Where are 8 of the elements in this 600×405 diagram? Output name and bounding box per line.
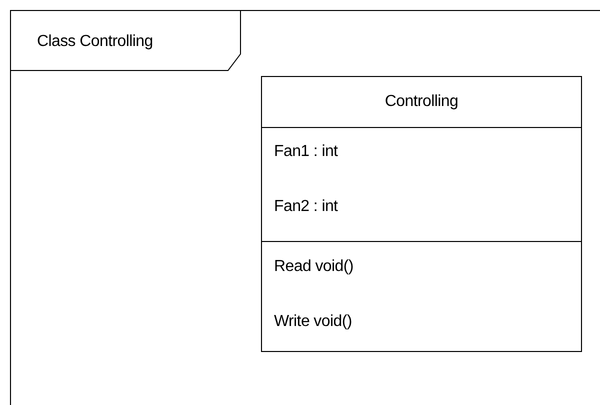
method-text: Read void()	[274, 257, 354, 277]
frame	[10, 10, 600, 405]
attribute-text: Fan1 : int	[274, 142, 338, 162]
attribute-text: Fan2 : int	[274, 197, 338, 217]
frame-title: Class Controlling	[37, 32, 153, 52]
class-box	[261, 76, 582, 352]
method-text: Write void()	[274, 312, 352, 332]
class-name: Controlling	[384, 92, 458, 112]
